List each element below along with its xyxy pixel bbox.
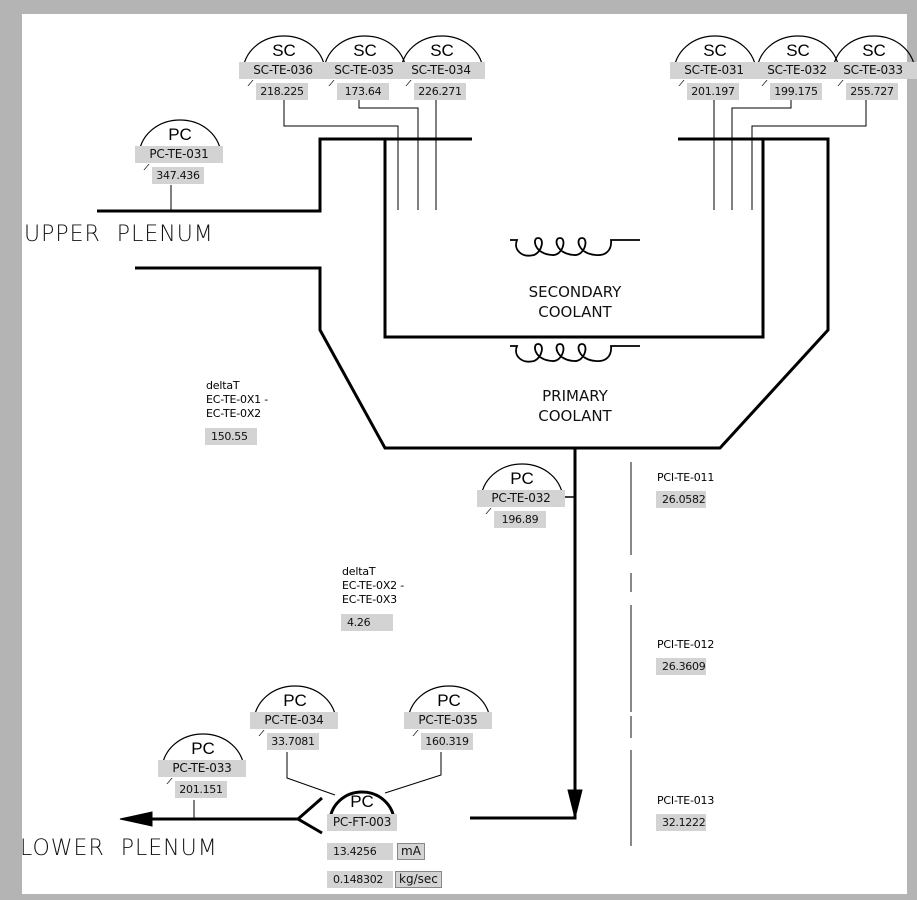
flow-arrow-left bbox=[119, 811, 153, 827]
indicator-tag: SC-TE-034 bbox=[397, 62, 485, 79]
indicator-value: 33.7081 bbox=[267, 733, 319, 750]
pci-sensor-tag: PCI-TE-011 bbox=[657, 471, 715, 484]
indicator-arc-icon bbox=[480, 463, 564, 501]
indicator-tag: SC-TE-031 bbox=[670, 62, 758, 79]
pci-sensor-tag: PCI-TE-012 bbox=[657, 638, 715, 651]
flow-meter-arc-icon bbox=[328, 790, 396, 823]
indicator-arc-icon bbox=[400, 35, 484, 73]
indicator-tag: PC-TE-035 bbox=[404, 712, 492, 729]
secondary-label-line1: SECONDARY bbox=[528, 283, 622, 301]
pc-indicator[interactable]: PC PC-TE-031 347.436 bbox=[134, 118, 226, 196]
indicator-code: PC bbox=[350, 792, 374, 811]
pc-indicator[interactable]: PC PC-TE-032 196.89 bbox=[476, 462, 568, 540]
indicator-code: PC bbox=[510, 469, 534, 488]
indicator-code: PC bbox=[283, 691, 307, 710]
indicator-arc-icon bbox=[161, 733, 245, 771]
indicator-arc-icon bbox=[673, 35, 757, 73]
indicator-value: 201.197 bbox=[687, 83, 739, 100]
delta-t-2-label: deltaT EC-TE-0X2 - EC-TE-0X3 bbox=[342, 565, 404, 607]
primary-label-line2: COOLANT bbox=[538, 407, 612, 425]
primary-coil bbox=[510, 343, 640, 363]
indicator-tag: PC-FT-003 bbox=[327, 814, 397, 831]
indicator-value: 196.89 bbox=[494, 511, 546, 528]
indicator-value: 160.319 bbox=[421, 733, 473, 750]
pci-sensor-value: 26.0582 bbox=[656, 491, 706, 508]
pc-indicator[interactable]: PC PC-TE-034 33.7081 bbox=[249, 684, 341, 762]
flow-meter-flow-value: 0.148302 bbox=[327, 871, 393, 888]
lower-plenum-label: LOWER PLENUM bbox=[20, 836, 218, 861]
upper-plenum-label: UPPER PLENUM bbox=[24, 222, 214, 247]
indicator-value: 173.64 bbox=[337, 83, 389, 100]
delta-t-line1: EC-TE-0X2 - bbox=[342, 579, 405, 592]
delta-t-line2: EC-TE-0X2 bbox=[206, 407, 261, 420]
secondary-coil bbox=[510, 237, 640, 257]
sc-indicator[interactable]: SC SC-TE-035 173.64 bbox=[319, 34, 411, 112]
sc-indicator[interactable]: SC SC-TE-034 226.271 bbox=[396, 34, 488, 112]
pci-sensor-value: 26.3609 bbox=[656, 658, 706, 675]
indicator-code: PC bbox=[437, 691, 461, 710]
indicator-tag: PC-TE-032 bbox=[477, 490, 565, 507]
indicator-code: SC bbox=[786, 41, 810, 60]
flow-meter-current-unit: mA bbox=[397, 843, 425, 860]
flow-meter-current-value: 13.4256 bbox=[327, 843, 393, 860]
indicator-code: SC bbox=[353, 41, 377, 60]
indicator-tag: PC-TE-034 bbox=[250, 712, 338, 729]
indicator-tag: PC-TE-031 bbox=[135, 146, 223, 163]
indicator-arc-icon bbox=[242, 35, 326, 73]
delta-t-title: deltaT bbox=[342, 565, 376, 578]
pci-sensor-value: 32.1222 bbox=[656, 814, 706, 831]
indicator-arc-icon bbox=[253, 685, 337, 723]
indicator-code: SC bbox=[862, 41, 886, 60]
indicator-tag: SC-TE-033 bbox=[829, 62, 917, 79]
indicator-tag: SC-TE-032 bbox=[753, 62, 841, 79]
indicator-arc-icon bbox=[832, 35, 916, 73]
indicator-arc-icon bbox=[407, 685, 491, 723]
pci-sensor-tag: PCI-TE-013 bbox=[657, 794, 715, 807]
sc-indicator[interactable]: SC SC-TE-036 218.225 bbox=[238, 34, 330, 112]
delta-t-1-value: 150.55 bbox=[205, 428, 257, 445]
indicator-tag: SC-TE-036 bbox=[239, 62, 327, 79]
vessel-outer-right bbox=[575, 137, 830, 450]
upper-plenum-pipe-top bbox=[97, 137, 472, 213]
indicator-value: 218.225 bbox=[256, 83, 308, 100]
secondary-label-line2: COOLANT bbox=[538, 303, 612, 321]
secondary-coolant-label: SECONDARY COOLANT bbox=[505, 282, 645, 322]
indicator-value: 347.436 bbox=[152, 167, 204, 184]
primary-label-line1: PRIMARY bbox=[542, 387, 608, 405]
delta-t-2-value: 4.26 bbox=[341, 614, 393, 631]
secondary-coolant-box bbox=[383, 139, 765, 339]
flow-meter-indicator[interactable]: PC PC-FT-003 bbox=[324, 788, 400, 866]
delta-t-title: deltaT bbox=[206, 379, 240, 392]
indicator-code: SC bbox=[703, 41, 727, 60]
indicator-code: PC bbox=[191, 739, 215, 758]
indicator-value: 199.175 bbox=[770, 83, 822, 100]
indicator-value: 255.727 bbox=[846, 83, 898, 100]
pc-indicator[interactable]: PC PC-TE-035 160.319 bbox=[403, 684, 495, 762]
indicator-tag: PC-TE-033 bbox=[158, 760, 246, 777]
indicator-value: 201.151 bbox=[175, 781, 227, 798]
delta-t-line2: EC-TE-0X3 bbox=[342, 593, 397, 606]
pc-indicator[interactable]: PC PC-TE-033 201.151 bbox=[157, 732, 249, 810]
flow-arrow-down bbox=[567, 789, 583, 819]
flow-meter-flow-unit: kg/sec bbox=[395, 871, 442, 888]
delta-t-line1: EC-TE-0X1 - bbox=[206, 393, 269, 406]
indicator-arc-icon bbox=[138, 119, 222, 157]
indicator-arc-icon bbox=[323, 35, 407, 73]
indicator-tag: SC-TE-035 bbox=[320, 62, 408, 79]
indicator-code: PC bbox=[168, 125, 192, 144]
primary-coolant-label: PRIMARY COOLANT bbox=[505, 386, 645, 426]
indicator-value: 226.271 bbox=[414, 83, 466, 100]
indicator-arc-icon bbox=[756, 35, 840, 73]
delta-t-1-label: deltaT EC-TE-0X1 - EC-TE-0X2 bbox=[206, 379, 268, 421]
sc-indicator[interactable]: SC SC-TE-033 255.727 bbox=[828, 34, 917, 112]
flow-meter-chevron bbox=[295, 796, 323, 835]
indicator-code: SC bbox=[430, 41, 454, 60]
indicator-code: SC bbox=[272, 41, 296, 60]
sc-indicator[interactable]: SC SC-TE-032 199.175 bbox=[752, 34, 844, 112]
upper-plenum-pipe-bottom bbox=[135, 266, 575, 450]
sc-indicator[interactable]: SC SC-TE-031 201.197 bbox=[669, 34, 761, 112]
